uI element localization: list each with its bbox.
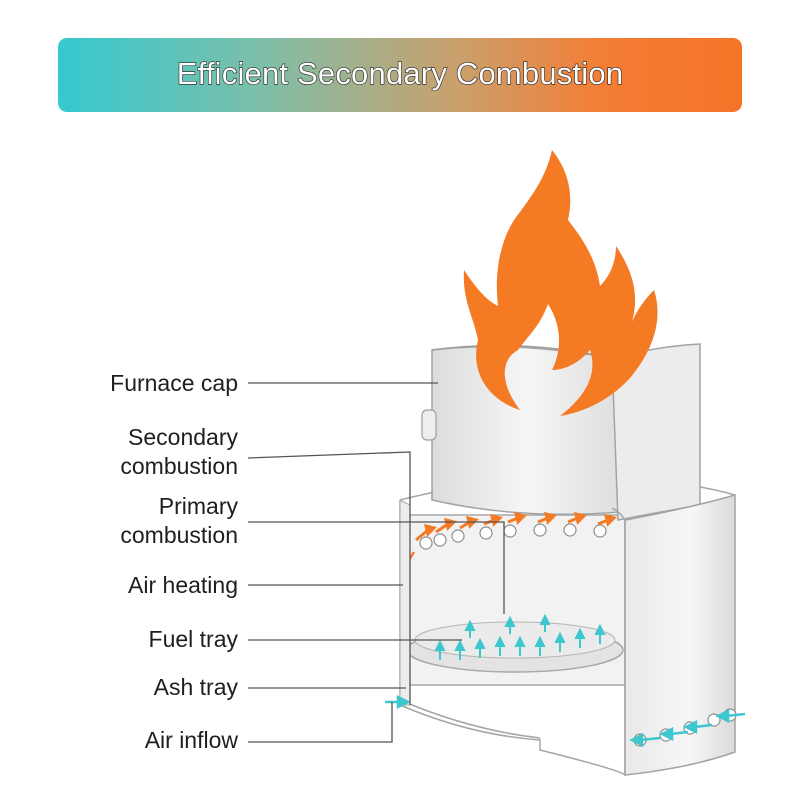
label-secondary-combustion: Secondary combustion [120,424,238,479]
air-inflow-arrows [385,694,746,748]
flame-graphic [463,150,658,416]
primary-combustion-holes [419,523,607,550]
label-fuel-tray: Fuel tray [148,626,238,652]
title-banner: Efficient Secondary Combustion [58,38,742,112]
furnace-cap [421,343,701,521]
label-ash-tray: Ash tray [153,674,238,700]
label-air-heating: Air heating [128,572,238,598]
secondary-flame-arrows [415,511,617,542]
label-furnace-cap: Furnace cap [110,370,238,396]
label-primary-combustion: Primary combustion [120,493,238,548]
leader-lines [247,382,505,743]
fuel-tray-air-arrows [434,613,606,660]
banner-title: Efficient Secondary Combustion [176,55,624,91]
label-air-inflow: Air inflow [144,727,238,753]
